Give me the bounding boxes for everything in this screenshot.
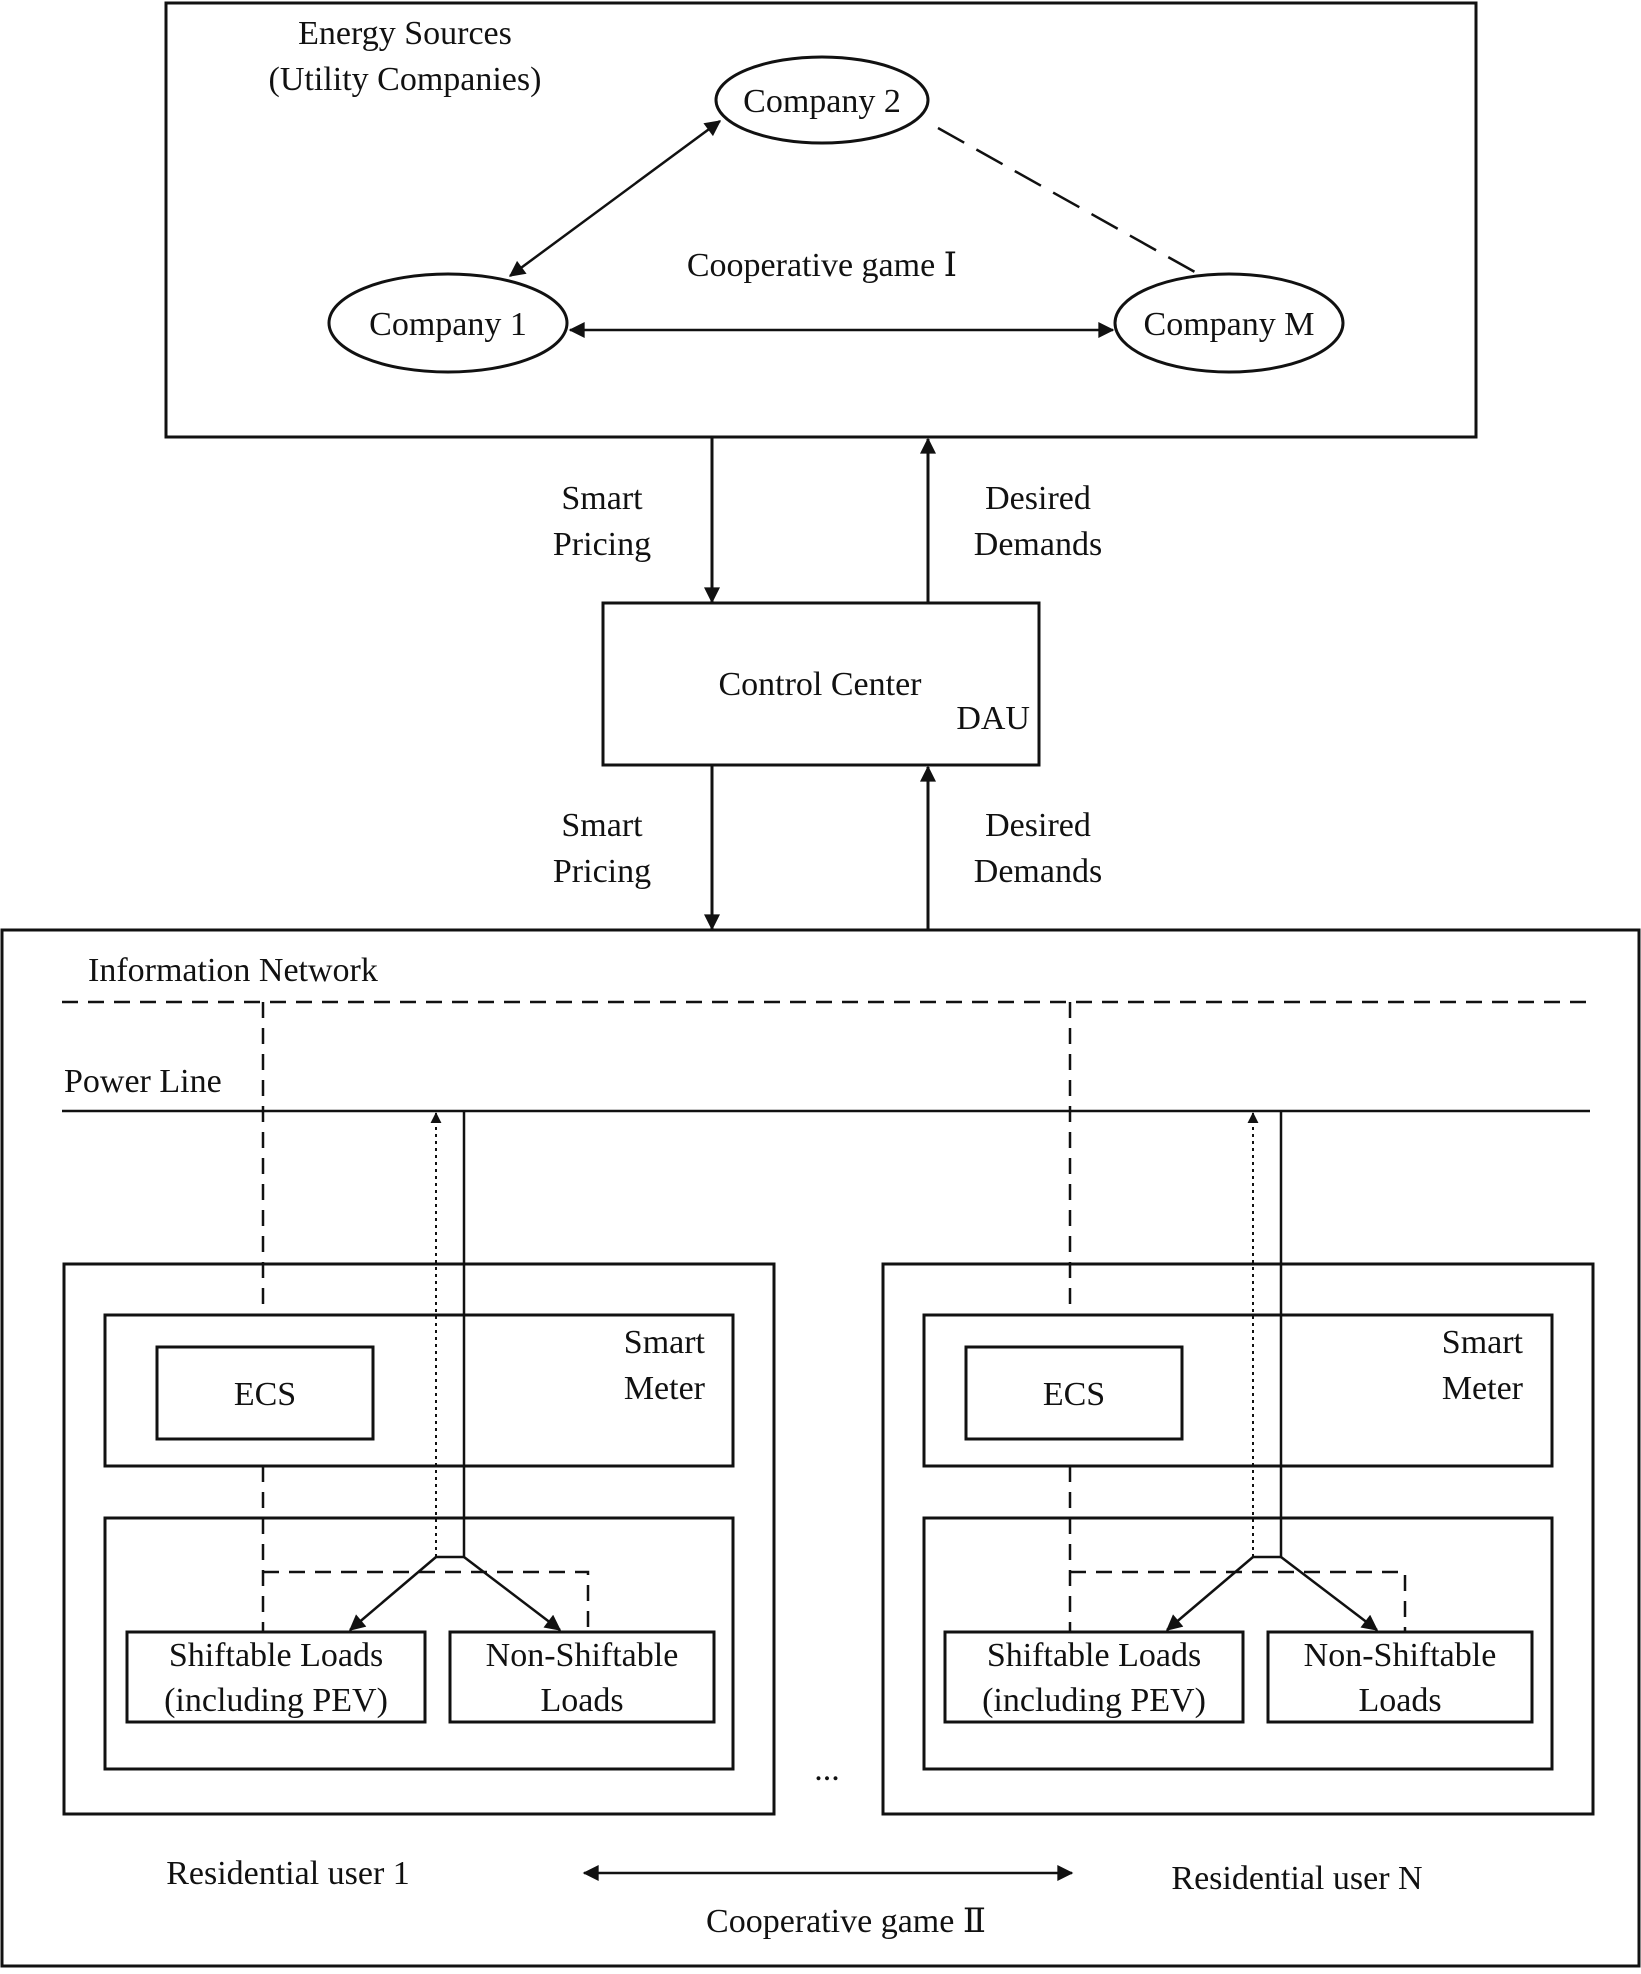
dau-label: DAU	[956, 700, 1030, 737]
user-n-info-branch	[1070, 1570, 1407, 1632]
user-n-smart-meter-line1: Smart	[1442, 1324, 1524, 1361]
user-1-arrow-to-shiftable	[348, 1556, 437, 1631]
user-1-ecs-box	[155, 1345, 375, 1441]
company-1-label: Company 1	[369, 306, 527, 343]
user-1-smart-meter-box	[103, 1313, 735, 1468]
link-company2-companyM	[937, 126, 1203, 278]
residential-user-1-group	[62, 1002, 776, 1816]
user-n-shiftable-line1: Shiftable Loads	[987, 1637, 1201, 1674]
user-1-shiftable-line1: Shiftable Loads	[169, 1637, 383, 1674]
user-1-nonshiftable-line1: Non-Shiftable	[486, 1637, 679, 1674]
user-n-box	[881, 1262, 1595, 1816]
company-2-label: Company 2	[743, 83, 901, 120]
network-box	[0, 928, 1641, 1968]
company-m-node	[1113, 272, 1345, 374]
user-n-ecs-box	[964, 1345, 1184, 1441]
power-line-label: Power Line	[64, 1063, 222, 1100]
user-n-nonshiftable-line1: Non-Shiftable	[1304, 1637, 1497, 1674]
energy-sources-box	[164, 1, 1478, 439]
user-n-smart-meter-box	[922, 1313, 1554, 1468]
user-n-shiftable-loads-box	[943, 1630, 1245, 1724]
user-1-loads-box	[103, 1516, 735, 1771]
user-n-power-feed	[1253, 1111, 1283, 1559]
upper-smart-pricing-line1: Smart	[561, 480, 643, 517]
user-n-arrow-to-nonshiftable	[1280, 1556, 1379, 1631]
control-center-box	[601, 601, 1041, 767]
users-ellipsis: ...	[814, 1751, 840, 1788]
user-n-loads-box	[922, 1516, 1554, 1771]
user-1-box	[62, 1262, 776, 1816]
company-1-node	[327, 272, 569, 374]
control-center-label: Control Center	[718, 666, 922, 703]
user-1-nonshiftable-line2: Loads	[540, 1682, 623, 1719]
company-m-label: Company M	[1144, 306, 1315, 343]
link-company1-company2	[508, 119, 722, 278]
user-1-smart-meter-line1: Smart	[624, 1324, 706, 1361]
company-2-node	[714, 55, 930, 145]
user-1-arrow-to-nonshiftable	[463, 1556, 562, 1631]
upper-desired-demands-line2: Demands	[974, 526, 1102, 563]
energy-sources-title: Energy Sources	[298, 15, 512, 52]
user-1-smart-meter-line2: Meter	[624, 1370, 706, 1407]
user-n-ecs-label: ECS	[1043, 1376, 1105, 1413]
user-1-info-branch	[263, 1570, 590, 1632]
user-n-arrow-to-shiftable	[1165, 1556, 1254, 1631]
information-network-label: Information Network	[88, 952, 378, 989]
user-1-shiftable-loads-box	[125, 1630, 427, 1724]
user-1-name: Residential user 1	[166, 1855, 410, 1892]
user-n-smart-meter-line2: Meter	[1442, 1370, 1524, 1407]
user-n-shiftable-line2: (including PEV)	[982, 1682, 1206, 1719]
lower-smart-pricing-line1: Smart	[561, 807, 643, 844]
upper-desired-demands-line1: Desired	[985, 480, 1091, 517]
lower-smart-pricing-line2: Pricing	[553, 853, 651, 890]
user-1-shiftable-line2: (including PEV)	[164, 1682, 388, 1719]
energy-sources-subtitle: (Utility Companies)	[269, 61, 542, 98]
user-1-power-feed	[436, 1111, 466, 1559]
user-n-name: Residential user N	[1171, 1860, 1422, 1897]
user-1-nonshiftable-loads-box	[448, 1630, 716, 1724]
user-1-ecs-label: ECS	[234, 1376, 296, 1413]
cooperative-game-1-label: Cooperative game Ⅰ	[687, 247, 957, 284]
lower-desired-demands-line2: Demands	[974, 853, 1102, 890]
cooperative-game-2-label: Cooperative game Ⅱ	[706, 1903, 986, 1940]
upper-smart-pricing-line2: Pricing	[553, 526, 651, 563]
user-n-nonshiftable-loads-box	[1266, 1630, 1534, 1724]
residential-user-n-group	[881, 1002, 1595, 1816]
user-n-nonshiftable-line2: Loads	[1358, 1682, 1441, 1719]
lower-desired-demands-line1: Desired	[985, 807, 1091, 844]
